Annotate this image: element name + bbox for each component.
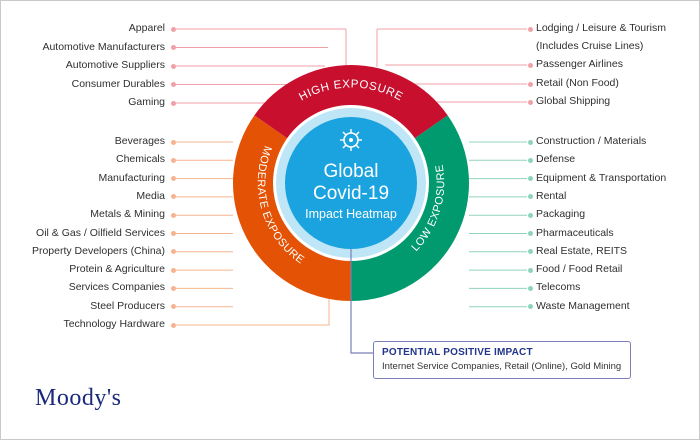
label-dot	[527, 249, 533, 255]
label-dot	[170, 63, 176, 69]
sector-label: Gaming	[128, 96, 165, 108]
sector-label: Food / Food Retail	[536, 263, 623, 276]
connector-line	[176, 291, 330, 326]
label-dot	[170, 231, 176, 236]
center-subtitle: Impact Heatmap	[305, 207, 397, 221]
sector-label: Consumer Durables	[71, 77, 165, 90]
sector-label: Apparel	[128, 22, 165, 34]
low-exposure-segment	[351, 115, 470, 301]
positive-impact-box: POTENTIAL POSITIVE IMPACT Internet Servi…	[373, 341, 631, 379]
label-dot	[527, 304, 533, 310]
label-dot	[170, 45, 176, 50]
sector-label: Automotive Suppliers	[65, 59, 165, 71]
label-dot	[170, 212, 176, 218]
sector-label: Metals & Mining	[90, 208, 165, 221]
label-dot	[170, 322, 176, 328]
label-dot	[527, 99, 533, 105]
high-exposure-segment	[254, 64, 448, 139]
sector-label: Technology Hardware	[63, 318, 165, 330]
label-dot	[527, 157, 533, 163]
positive-connector	[350, 249, 373, 354]
sector-label: Chemicals	[115, 153, 165, 166]
sector-label: Construction / Materials	[536, 135, 647, 147]
label-dot	[527, 62, 533, 68]
label-dot	[527, 285, 533, 291]
sector-label: Oil & Gas / Oilfield Services	[36, 226, 165, 239]
sector-label: Passenger Airlines	[536, 58, 623, 70]
center-title-covid: Covid-19	[312, 183, 390, 204]
sector-label: Rental	[536, 189, 567, 202]
label-dot	[527, 212, 533, 218]
label-dot	[170, 285, 176, 291]
sector-label: Manufacturing	[98, 171, 165, 184]
virus-icon	[340, 129, 362, 151]
sector-label: Media	[136, 189, 165, 202]
sector-label: Lodging / Leisure & Tourism	[536, 22, 666, 34]
label-dot	[527, 231, 533, 236]
label-dot	[170, 139, 176, 145]
sector-label: Global Shipping	[536, 95, 611, 107]
sector-label: Retail (Non Food)	[536, 77, 619, 89]
center-title-global: Global	[323, 161, 379, 182]
label-dot	[170, 100, 176, 106]
sector-label: Telecoms	[536, 281, 581, 294]
label-dot	[527, 139, 533, 145]
sector-label: Pharmaceuticals	[536, 226, 614, 239]
label-dot	[170, 249, 176, 255]
label-dot	[170, 194, 176, 200]
label-dot	[170, 82, 176, 87]
moodys-logo: Moody's	[35, 385, 122, 411]
positive-impact-title: POTENTIAL POSITIVE IMPACT	[382, 347, 533, 358]
label-dot	[527, 194, 533, 200]
sector-label: Defense	[536, 153, 576, 166]
positive-impact-list: Internet Service Companies, Retail (Onli…	[382, 361, 622, 372]
label-dot	[527, 176, 533, 182]
sector-label: Services Companies	[68, 281, 165, 294]
label-dot	[170, 26, 176, 32]
label-dot	[527, 81, 533, 87]
sector-label: Packaging	[536, 208, 586, 221]
center-disc	[285, 117, 417, 249]
sector-label: Property Developers (China)	[31, 244, 165, 257]
sector-label: Real Estate, REITS	[536, 244, 628, 257]
moderate-exposure-segment	[232, 115, 351, 301]
label-dot	[527, 26, 533, 32]
label-dot	[170, 157, 176, 163]
sector-label: Steel Producers	[90, 299, 165, 312]
sector-label: Waste Management	[536, 299, 630, 312]
sector-label: Beverages	[114, 135, 165, 147]
sector-label: Automotive Manufacturers	[42, 40, 165, 53]
label-dot	[170, 267, 176, 273]
label-dot	[170, 304, 176, 310]
sector-label: (Includes Cruise Lines)	[536, 40, 644, 52]
label-dot	[170, 176, 176, 182]
sector-label: Equipment & Transportation	[536, 171, 667, 184]
label-dot	[527, 267, 533, 273]
sector-label: Protein & Agriculture	[69, 263, 165, 276]
